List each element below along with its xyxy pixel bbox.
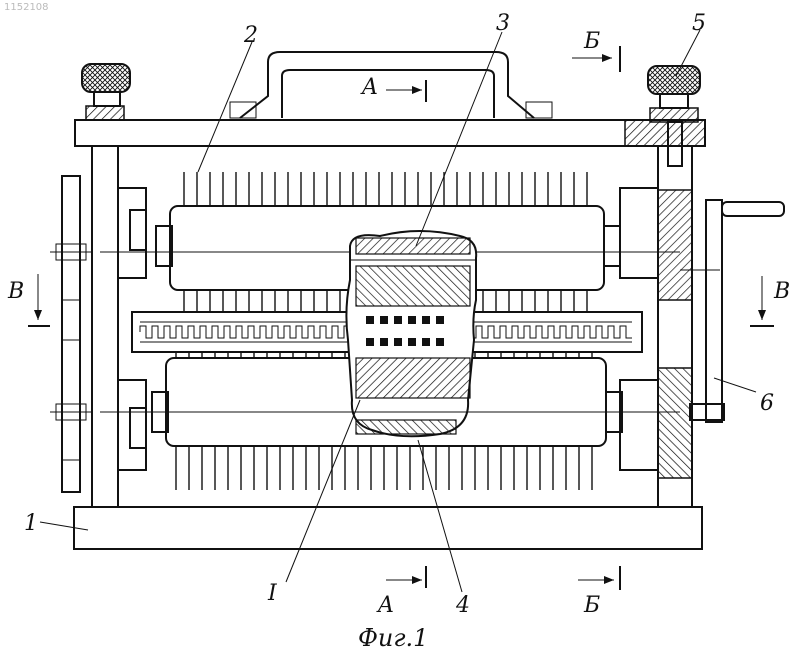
label-part-2: 2 — [243, 23, 258, 48]
cut-block — [408, 338, 416, 346]
doc-number: 1152108 — [4, 2, 49, 13]
section-arrow-B-bottom — [578, 566, 620, 590]
section-label-A-bottom: A — [376, 593, 394, 618]
cut-block — [436, 338, 444, 346]
left-gear-train — [50, 176, 92, 492]
cut-block — [408, 316, 416, 324]
section-label-V-right: В — [773, 279, 790, 304]
section-label-V-left: В — [7, 279, 24, 304]
crank-handle — [680, 200, 784, 422]
cut-block — [380, 316, 388, 324]
cut-block — [366, 316, 374, 324]
label-part-3: 3 — [496, 11, 510, 36]
base-plate — [74, 507, 702, 549]
label-part-1: 1 — [24, 511, 38, 536]
section-label-A-top: A — [360, 75, 378, 100]
cut-block — [380, 338, 388, 346]
cutaway-section — [346, 231, 476, 436]
leader-3 — [416, 32, 502, 246]
section-label-B-top: Б — [583, 29, 600, 54]
cut-block — [422, 338, 430, 346]
section-arrow-V-right — [750, 276, 774, 326]
label-part-5: 5 — [692, 11, 706, 36]
section-arrow-V-left — [28, 274, 50, 326]
left-knurled-knob — [82, 64, 130, 120]
label-part-4: 4 — [455, 593, 470, 618]
cut-block — [366, 338, 374, 346]
section-arrow-A-bottom — [386, 566, 426, 588]
cut-block — [422, 316, 430, 324]
leader-4 — [418, 440, 462, 592]
cut-block — [436, 316, 444, 324]
top-plate-hatch — [625, 120, 705, 146]
left-frame-wall — [92, 146, 118, 507]
cut-block — [394, 316, 402, 324]
label-detail-I: I — [267, 581, 278, 606]
leader-1 — [40, 522, 88, 530]
top-plate — [75, 120, 705, 146]
leader-6 — [714, 378, 756, 392]
section-arrow-A-top — [386, 80, 426, 102]
leader-2 — [198, 42, 252, 172]
label-part-6: 6 — [760, 391, 774, 416]
figure-caption: Фиг.1 — [358, 624, 428, 652]
section-label-B-bottom: Б — [583, 593, 600, 618]
leader-I — [286, 400, 360, 582]
cut-block — [394, 338, 402, 346]
